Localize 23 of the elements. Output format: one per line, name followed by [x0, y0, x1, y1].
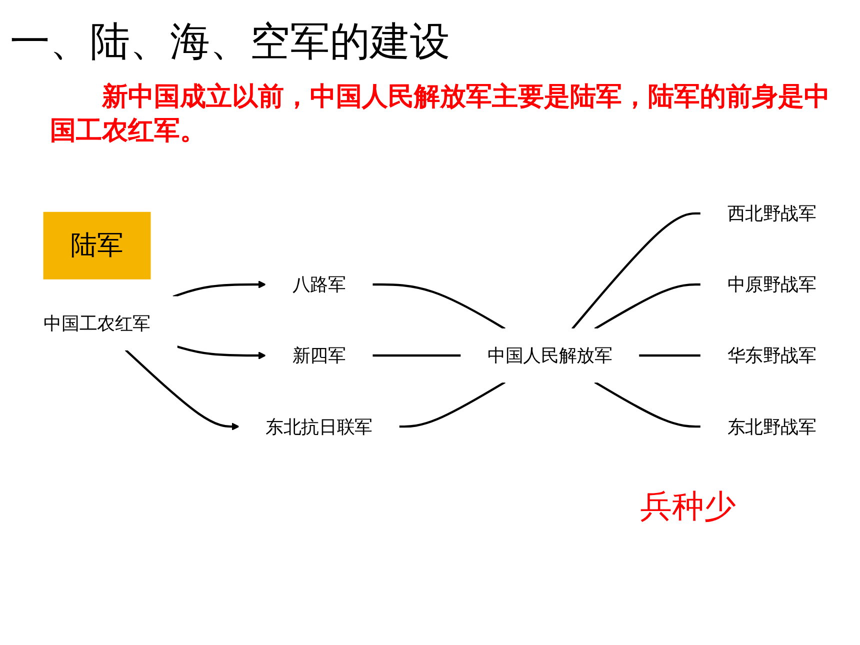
- arrow: [176, 345, 266, 360]
- page-title: 一、陆、海、空军的建设: [10, 18, 450, 67]
- connector: [594, 380, 701, 428]
- connector: [572, 212, 701, 330]
- connector: [398, 380, 506, 428]
- node-text: 八路军: [292, 273, 346, 295]
- arrow: [172, 280, 266, 298]
- connector: [372, 282, 506, 330]
- connector: [638, 354, 701, 356]
- node-box: 陆军: [43, 211, 151, 279]
- node-text: 中国人民解放军: [488, 344, 612, 366]
- connector: [594, 282, 701, 330]
- node-text: 东北野战军: [727, 415, 816, 437]
- note-text: 兵种少: [640, 486, 736, 527]
- node-text: 东北抗日联军: [266, 415, 372, 437]
- arrow: [124, 348, 240, 430]
- node-text: 中原野战军: [727, 273, 816, 295]
- node-text: 华东野战军: [727, 344, 816, 366]
- node-text: 中国工农红军: [44, 312, 150, 334]
- connector: [372, 354, 462, 356]
- node-text: 西北野战军: [727, 202, 816, 224]
- intro-paragraph: 新中国成立以前，中国人民解放军主要是陆军，陆军的前身是中国工农红军。: [50, 81, 830, 148]
- node-text: 新四军: [292, 344, 346, 366]
